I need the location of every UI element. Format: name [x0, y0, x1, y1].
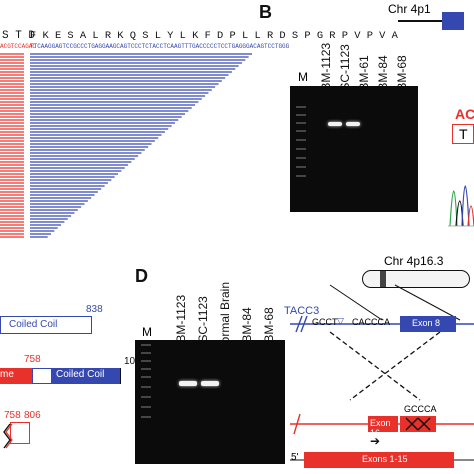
panel-d-five-prime-label: 5' [291, 452, 299, 463]
panel-d-deletion-cross-icon [405, 417, 431, 431]
panel-d-caccca-label: CACCCA [352, 317, 391, 327]
panel-d-letter: D [135, 266, 148, 286]
panel-c-num-806: 806 [24, 410, 41, 421]
panel-a-nucleotide-row-left: ACGTCCAGAC [0, 43, 37, 50]
panel-c-end-tick [120, 368, 121, 384]
panel-b-chromatogram-title: AC [455, 106, 474, 122]
panel-d-tacc3-label: TACC3 [284, 305, 320, 317]
panel-c-num-758: 758 [24, 354, 41, 365]
panel-b-chromatogram-box: T [452, 124, 474, 144]
split-reads-tacc3-side [30, 53, 252, 238]
panel-c-fusion-red-segment: me [0, 368, 32, 384]
panel-c-num-838: 838 [86, 304, 103, 315]
panel-d-exon8-box: Exon 8 [400, 316, 456, 332]
panel-d-chromosome-band [380, 271, 386, 287]
panel-a-left-sequence: S T D [2, 30, 36, 42]
panel-b-chromosome-bar [398, 20, 458, 22]
panel-a-nucleotide-row-right: TTCAAGGAGTCCGCCCTGAGGAAGCAGTCCCTCTACCTCA… [30, 43, 290, 50]
panel-d-marker-label: M [142, 325, 152, 339]
panel-d-exon16-label: Exon 16 [370, 418, 391, 438]
panel-d-exon16-box: Exon 16 [368, 416, 398, 438]
panel-c-break-icon [3, 423, 13, 449]
panel-d-breakpoint-marker: ▽ [337, 316, 344, 326]
panel-c-fusion-red-label: me [0, 369, 14, 380]
panel-b-exon-box [442, 12, 464, 30]
panel-c-coiled-coil-label-1: Coiled Coil [9, 319, 58, 330]
panel-b-chromosome-label: Chr 4p1 [388, 2, 431, 16]
panel-c-fragment-box [10, 422, 30, 444]
panel-d-exons-1-15-label: Exons 1-15 [362, 454, 408, 464]
panel-b-band-gbm-1123 [328, 122, 342, 126]
panel-c-num-758b: 758 [4, 410, 21, 421]
panel-c-fusion-blue-segment: Coiled Coil [52, 368, 120, 384]
panel-b-chromatogram-base: T [459, 126, 468, 142]
panel-b-band-gsc-1123 [346, 122, 360, 126]
panel-d-chromosome-body [362, 270, 470, 288]
panel-d-exons-1-15-box: Exons 1-15 [304, 452, 454, 468]
panel-d-band-gbm-1123 [179, 381, 197, 386]
panel-d-band-gsc-1123 [201, 381, 219, 386]
panel-c-bar-1: Coiled Coil [0, 316, 92, 334]
panel-b-marker-label: M [298, 70, 308, 84]
panel-d-primer-arrow-icon: ➔ [370, 434, 381, 448]
panel-d-gel [135, 340, 285, 464]
split-reads-fgfr3-side [0, 53, 24, 238]
panel-a-right-sequence: F K E S A L R K Q S L Y L K F D P L L R … [30, 30, 398, 42]
panel-d-gccca-label: GCCCA [404, 404, 437, 414]
panel-a-read-alignment [0, 53, 252, 238]
panel-d-chromosome-label: Chr 4p16.3 [384, 254, 444, 268]
panel-b-chromatogram-trace [448, 185, 474, 227]
panel-d-gcct-label: GCCT [312, 317, 338, 327]
panel-d-exon8-label: Exon 8 [412, 318, 441, 328]
panel-c-fusion-white-gap [32, 368, 52, 384]
panel-b-letter: B [259, 2, 272, 22]
panel-b-gel [290, 86, 418, 212]
panel-c-coiled-coil-label-2: Coiled Coil [56, 369, 105, 380]
